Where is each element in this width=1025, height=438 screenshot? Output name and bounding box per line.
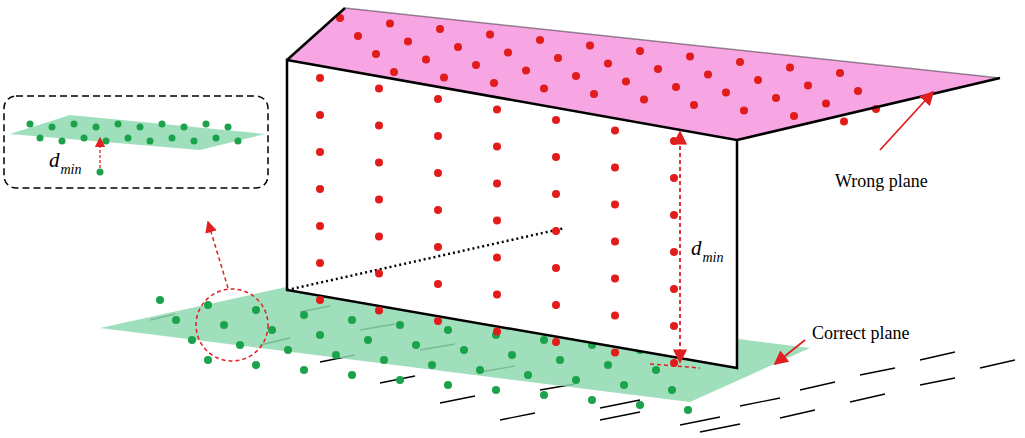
dmin-d: d: [691, 238, 702, 259]
plane-label: Correct plane: [812, 324, 909, 342]
dmin-d: d: [49, 150, 60, 171]
plane-label: Wrong plane: [835, 172, 928, 190]
dmin-subscript: min: [61, 163, 82, 177]
dmin-subscript: min: [703, 251, 724, 265]
